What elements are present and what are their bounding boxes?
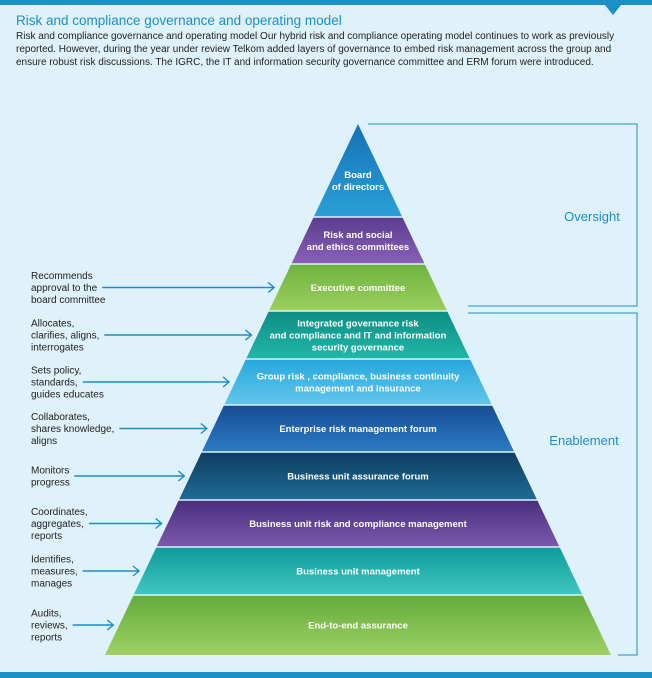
pyramid-tier (246, 311, 470, 359)
pyramid-tier-label: Business unit assurance forum (287, 472, 428, 483)
oversight-bracket (368, 123, 638, 307)
pyramid-tier-label: Business unit risk and compliance manage… (249, 519, 467, 530)
pyramid-tier (269, 264, 447, 311)
top-accent-bar (0, 0, 652, 5)
pyramid-tier (202, 405, 514, 452)
arrow-right-icon (88, 517, 163, 530)
pyramid-tier-label: Group risk , compliance, business contin… (257, 372, 460, 395)
arrow-right-icon (119, 422, 209, 435)
side-function-label: Audits,reviews,reports (31, 609, 68, 644)
pyramid-tier-label: Business unit management (296, 567, 420, 578)
side-function-label: Collaborates,shares knowledge,aligns (31, 412, 114, 447)
arrow-right-icon (102, 281, 276, 294)
arrow-right-icon (82, 565, 141, 577)
bottom-accent-bar (0, 672, 652, 678)
side-function-label: Sets policy,standards,guides educates (31, 366, 104, 401)
pyramid-tier (314, 124, 402, 217)
page-title: Risk and compliance governance and opera… (16, 13, 342, 28)
arrow-right-icon (104, 329, 253, 341)
corner-triangle-icon (605, 5, 621, 15)
pyramid-tier-label: Enterprise risk management forum (279, 424, 436, 435)
pyramid-tier (179, 452, 537, 500)
arrow-right-icon (82, 376, 231, 388)
side-function-label: Identifies,measures,manages (31, 555, 78, 590)
pyramid-tier-label: Executive committee (311, 283, 406, 294)
enablement-bracket (468, 312, 638, 656)
enablement-label: Enablement (549, 433, 619, 448)
pyramid-tier (291, 217, 425, 264)
arrow-right-icon (72, 619, 115, 631)
side-function-label: Coordinates,aggregates,reports (31, 507, 88, 542)
pyramid-tier (133, 547, 583, 595)
oversight-label: Oversight (564, 209, 620, 224)
side-function-label: Allocates,clarifies, aligns,interrogates (31, 319, 99, 354)
arrow-right-icon (74, 470, 186, 482)
pyramid-tier (224, 359, 492, 405)
pyramid-tier (105, 595, 611, 655)
pyramid-tier (156, 500, 560, 547)
pyramid-tier-label: End-to-end assurance (308, 621, 408, 632)
intro-paragraph: Risk and compliance governance and opera… (16, 31, 615, 68)
